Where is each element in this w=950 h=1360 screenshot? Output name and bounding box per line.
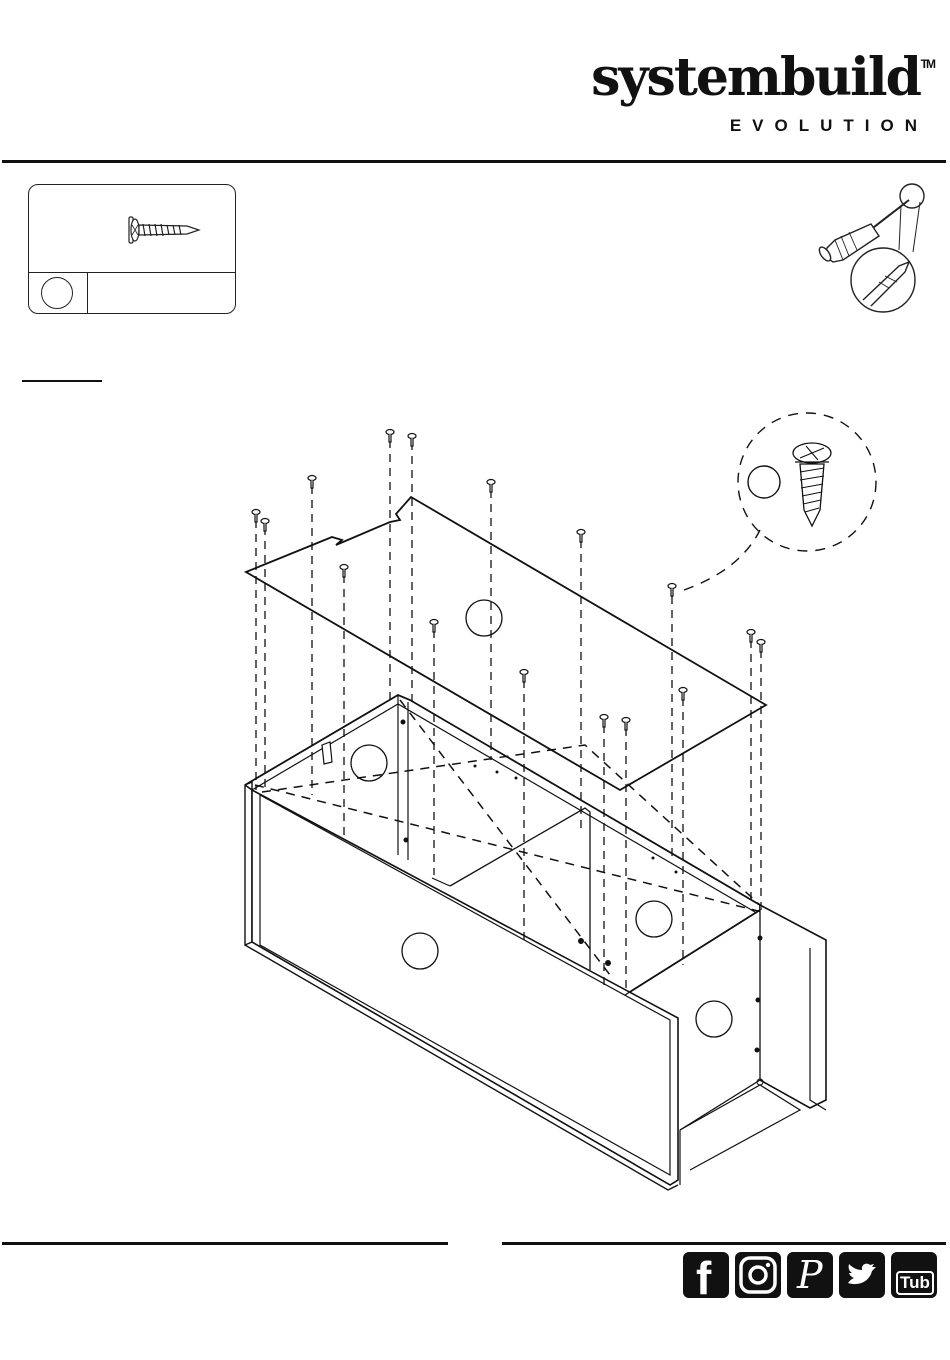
screw-icon xyxy=(757,640,765,653)
parts-row-separator xyxy=(87,273,88,313)
screw-icon xyxy=(386,430,394,443)
screw-icon xyxy=(668,584,676,597)
left-side-panel xyxy=(245,782,252,945)
header-divider xyxy=(2,160,946,163)
screw-icon xyxy=(252,510,260,523)
trademark-mark: TM xyxy=(921,58,934,70)
screw-icon xyxy=(577,530,585,543)
right-side-panel xyxy=(760,905,826,1108)
instagram-icon[interactable] xyxy=(735,1252,781,1298)
footer-divider-left xyxy=(2,1242,448,1245)
bottom-shelf xyxy=(680,1085,800,1170)
left-back-hole xyxy=(351,745,387,781)
screw-icon xyxy=(308,476,316,489)
twitter-icon[interactable] xyxy=(839,1252,885,1298)
facebook-icon[interactable]: f xyxy=(683,1252,729,1298)
brand-name-text: systembuild xyxy=(591,47,920,108)
brand-name: systembuild TM xyxy=(591,52,920,104)
footer-divider-right xyxy=(502,1242,946,1245)
twitter-bird-glyph xyxy=(839,1252,885,1298)
screw-icon xyxy=(261,519,269,532)
middle-hole xyxy=(636,901,672,937)
cam-lock-icon xyxy=(322,742,332,764)
step-number-underline xyxy=(22,380,102,382)
instagram-glyph xyxy=(735,1252,781,1298)
screw-icon xyxy=(747,630,755,643)
callout-part-id xyxy=(748,466,780,498)
screw-icon xyxy=(408,434,416,447)
brand-subtitle: EVOLUTION xyxy=(591,116,928,136)
youtube-icon-label: Tub xyxy=(896,1271,934,1295)
brand-logo: systembuild TM EVOLUTION xyxy=(591,52,920,136)
screw-icon xyxy=(487,480,495,493)
facebook-icon-label: f xyxy=(696,1252,711,1304)
parts-box xyxy=(28,184,236,314)
part-id-circle xyxy=(41,277,73,309)
youtube-icon[interactable]: Tub xyxy=(891,1252,937,1298)
assembly-diagram xyxy=(0,400,950,1200)
parts-row xyxy=(29,272,235,313)
callout-leader xyxy=(684,530,760,590)
pinterest-icon-label: P xyxy=(797,1254,823,1296)
detailed-screw-icon xyxy=(793,443,831,526)
inner-right-hole xyxy=(696,1001,732,1037)
screwdriver-icon xyxy=(805,176,935,316)
pinterest-icon[interactable]: P xyxy=(787,1252,833,1298)
screw-part-icon xyxy=(29,185,235,273)
